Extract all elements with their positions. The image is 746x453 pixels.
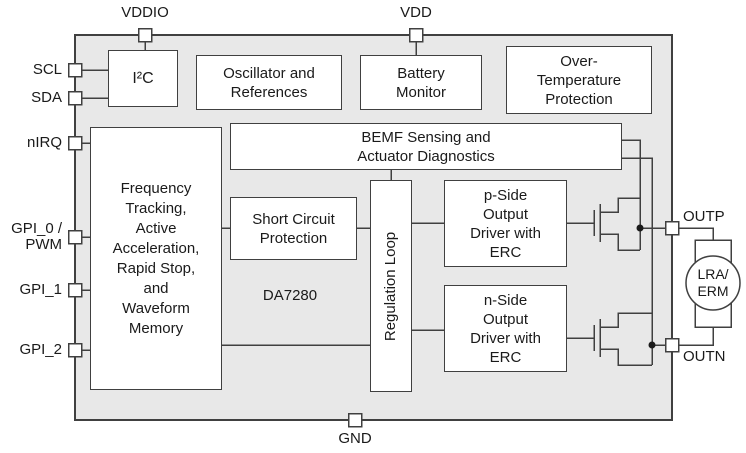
- n-side-driver-block: n-Side Output Driver with ERC: [444, 285, 567, 372]
- regulation-loop-block: Regulation Loop: [370, 180, 412, 392]
- outn-junction-dot: [648, 341, 656, 349]
- outn-pin-label: OUTN: [683, 348, 726, 365]
- gpi1-pin-label: GPI_1: [19, 281, 62, 298]
- regulation-loop-label: Regulation Loop: [382, 231, 400, 341]
- vddio-pin: [137, 27, 153, 43]
- n-side-mosfet-icon: [593, 312, 652, 366]
- oscillator-references-block: Oscillator and References: [196, 55, 342, 110]
- outp-pin: [664, 220, 680, 236]
- outn-pin: [664, 337, 680, 353]
- short-circuit-protection-block: Short Circuit Protection: [230, 197, 357, 260]
- gnd-pin: [347, 412, 363, 428]
- vdd-pin: [408, 27, 424, 43]
- gpi0-pwm-pin-label: GPI_0 / PWM: [11, 220, 62, 253]
- actuator-circle: [685, 255, 741, 311]
- sda-pin-label: SDA: [31, 89, 62, 106]
- vdd-pin-label: VDD: [400, 4, 432, 21]
- gpi0-pin: [67, 229, 83, 245]
- p-side-driver-block: p-Side Output Driver with ERC: [444, 180, 567, 267]
- vddio-pin-label: VDDIO: [121, 4, 169, 21]
- outp-junction-dot: [636, 224, 644, 232]
- i2c-block: I²C: [108, 50, 178, 107]
- gpi2-pin-label: GPI_2: [19, 341, 62, 358]
- gpi1-pin: [67, 282, 83, 298]
- nirq-pin-label: nIRQ: [26, 134, 62, 151]
- outp-pin-label: OUTP: [683, 208, 725, 225]
- over-temperature-protection-block: Over- Temperature Protection: [506, 46, 652, 114]
- scl-pin-label: SCL: [32, 61, 62, 78]
- frequency-tracking-block: Frequency Tracking, Active Acceleration,…: [90, 127, 222, 390]
- p-side-mosfet-icon: [593, 197, 640, 251]
- lra-erm-label: LRA/ ERM: [697, 266, 729, 299]
- scl-pin: [67, 62, 83, 78]
- nirq-pin: [67, 135, 83, 151]
- chip-name-label: DA7280: [262, 287, 318, 304]
- gnd-pin-label: GND: [338, 430, 372, 447]
- bemf-sensing-block: BEMF Sensing and Actuator Diagnostics: [230, 123, 622, 170]
- gpi2-pin: [67, 342, 83, 358]
- sda-pin: [67, 90, 83, 106]
- connection-wires: [82, 41, 714, 365]
- pin-squares: [67, 27, 680, 428]
- battery-monitor-block: Battery Monitor: [360, 55, 482, 110]
